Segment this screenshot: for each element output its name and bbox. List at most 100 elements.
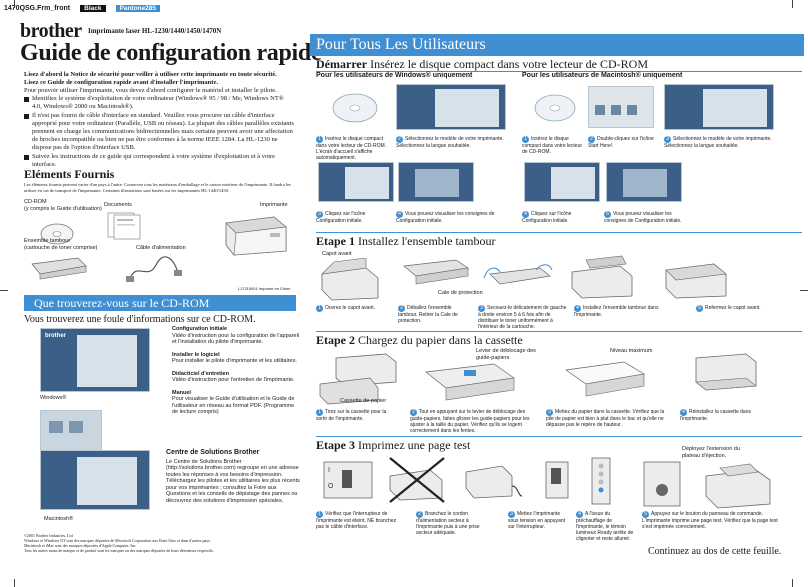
- video-frame: [623, 169, 667, 197]
- drum-shake-illustration: [483, 264, 553, 285]
- crop-mark: [0, 290, 8, 291]
- windows-step-text: Insérez le disque compact dans votre lec…: [316, 136, 387, 161]
- no-interface-cable-illustration: [389, 457, 445, 503]
- intro-text: Pour pouvoir utiliser l'imprimante, vous…: [24, 87, 277, 94]
- cdrom-section-bar: Que trouverez-vous sur le CD-ROM: [24, 295, 296, 311]
- screen-brand: brother: [45, 333, 66, 339]
- black-swatch: Black: [80, 5, 106, 12]
- cdrom-label: CD-ROM: [24, 199, 47, 205]
- crop-mark: [800, 290, 808, 291]
- screen-panel: [77, 335, 137, 387]
- solutions-centre-title: Centre de Solutions Brother: [166, 449, 260, 456]
- power-on-illustration: [545, 461, 569, 499]
- file-name: 1470QSG.Frm_front: [4, 5, 71, 12]
- brand-logo: brother: [20, 20, 82, 42]
- cd-insert-illustration: [332, 93, 378, 123]
- mac-menu-screen: [40, 450, 150, 510]
- divider: [316, 436, 802, 437]
- cdrom-item-text: Pour installer le pilote d'imprimante et…: [172, 358, 297, 364]
- etape2-bold: Etape 2: [316, 333, 355, 347]
- legal-line: Tous les autres noms de marque et de pro…: [24, 548, 214, 553]
- etape3-text: Imprimez une page test: [358, 438, 471, 452]
- cdrom-item: Didacticiel d'entretien Vidéo d'instruct…: [166, 371, 300, 384]
- screen-panel: [435, 89, 499, 127]
- etape2-text: Chargez du papier dans la cassette: [358, 333, 523, 347]
- etape3-step-text: A l'issue du préchauffage de l'imprimant…: [576, 511, 634, 542]
- video-frame: [415, 169, 459, 197]
- front-cover-label: Capot avant: [322, 251, 352, 257]
- drum-illustration: [31, 257, 87, 280]
- printer-close-illustration: [665, 263, 727, 299]
- continue-note: Continuez au dos de cette feuille.: [648, 546, 782, 557]
- intro-bold-1: Lisez d'abord la Notice de sécurité pour…: [24, 71, 277, 78]
- etape3-bold: Etape 3: [316, 438, 355, 452]
- windows-video-screen: [398, 162, 474, 202]
- bullet-item: Il n'est pas fourni de câble d'interface…: [24, 112, 294, 152]
- tray-label: Cassette de papier: [340, 398, 387, 404]
- max-level-label: Niveau maximum: [610, 348, 653, 354]
- crop-mark: [792, 579, 793, 587]
- etape3-heading: Etape 3 Imprimez une page test: [316, 438, 470, 453]
- windows-model-screen: [396, 84, 506, 130]
- etape1-step-text: Refermez le capot avant.: [705, 305, 761, 311]
- svg-text:O: O: [328, 483, 334, 490]
- etape2-step-text: Réinstallez la cassette dans l'imprimant…: [680, 409, 751, 422]
- all-users-bar: Pour Tous Les Utilisateurs: [310, 34, 804, 56]
- intro: Lisez d'abord la Notice de sécurité pour…: [24, 71, 294, 95]
- cdrom-item: Installer le logiciel Pour installer le …: [166, 352, 300, 365]
- tray-pull-illustration: [319, 353, 397, 405]
- screen-panel: [77, 457, 137, 505]
- mac-icon: [627, 105, 637, 115]
- cdrom-item-title: Installer le logiciel: [172, 351, 220, 358]
- windows-label: Windows®: [40, 395, 67, 401]
- mac-video-screen: [606, 162, 682, 202]
- cdrom-item: Configuration initiale Vidéo d'instructi…: [166, 326, 300, 346]
- etape2-heading: Etape 2 Chargez du papier dans la casset…: [316, 333, 523, 348]
- printer-eject-illustration: [705, 463, 771, 509]
- load-paper-illustration: [565, 361, 645, 397]
- cdrom-item-text: Pour visualiser le Guide d'utilisation e…: [172, 396, 295, 415]
- crop-mark: [14, 0, 15, 8]
- windows-step-text: Sélectionnez le modèle de votre impriman…: [396, 136, 504, 149]
- cdrom-item-title: Configuration initiale: [172, 326, 227, 332]
- windows-heading: Pour les utilisateurs de Windows® unique…: [316, 72, 473, 79]
- etape2-step-text: Mettez du papier dans la cassette. Vérif…: [546, 409, 665, 428]
- legal-line: Windows et Windows NT sont des marques d…: [24, 538, 211, 543]
- documents-label: Documents: [104, 202, 132, 208]
- mac-step-text: Cliquez sur l'icône Configuration initia…: [522, 211, 572, 224]
- bullet-item: Identifiez le système d'exploitation de …: [24, 95, 294, 111]
- mac-start-here-screen: [588, 86, 654, 128]
- mac-cd-illustration: [534, 94, 576, 122]
- mac-step-text: Vous pouvez visualiser les consignes de …: [604, 211, 682, 224]
- cdrom-item: Manuel Pour visualiser le Guide d'utilis…: [166, 390, 300, 416]
- mac-label: Macintosh®: [44, 516, 74, 522]
- etape3-step-text: Appuyez sur le bouton du panneau de comm…: [642, 511, 778, 530]
- cdrom-sub-label: (y compris le Guide d'utilisation): [24, 206, 102, 212]
- etape2-step-text: Tout en appuyant sur le levier de débloc…: [410, 409, 530, 434]
- cable-label: Câble d'alimentation: [136, 245, 186, 251]
- screen-panel: [551, 167, 595, 199]
- panel-button-illustration: [643, 461, 681, 507]
- drum-sub-label: (cartouche de toner comprise): [24, 245, 98, 251]
- lever-label: Levier de déblocage des guide-papiers: [476, 348, 536, 361]
- mac-folder-icon: [49, 421, 63, 433]
- crop-mark: [792, 0, 793, 8]
- mac-icon: [611, 105, 621, 115]
- extension-label: Déployez l'extension du plateau d'éjecti…: [682, 446, 740, 459]
- cdrom-item-list: Configuration initiale Vidéo d'instructi…: [166, 326, 300, 422]
- divider: [316, 71, 802, 72]
- cdrom-item-text: Vidéo d'instruction pour l'entretien de …: [172, 377, 295, 383]
